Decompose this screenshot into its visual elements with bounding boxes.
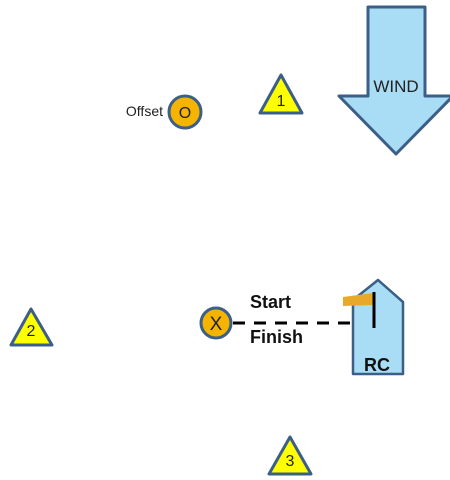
wind-arrow-shape xyxy=(337,5,450,156)
pin-end-symbol: X xyxy=(210,314,223,335)
committee-boat-flag-icon xyxy=(343,293,373,306)
wind-label: WIND xyxy=(373,77,418,96)
mark-2-label: 2 xyxy=(27,323,36,340)
offset-symbol: O xyxy=(179,105,191,122)
mark-2-triangle xyxy=(9,307,54,347)
mark-2: 2 xyxy=(9,307,54,347)
mark-1: 1 xyxy=(258,73,304,115)
mark-3-triangle xyxy=(267,435,313,476)
mark-1-triangle xyxy=(258,73,304,115)
offset-buoy xyxy=(167,94,203,130)
committee-boat-label: RC xyxy=(364,355,390,375)
offset-caption: Offset xyxy=(126,103,163,119)
offset-mark: Offset O xyxy=(126,94,203,130)
start-label: Start xyxy=(250,292,291,312)
committee-boat: RC xyxy=(343,278,405,376)
mark-3: 3 xyxy=(267,435,313,476)
mark-3-label: 3 xyxy=(286,453,295,470)
start-finish-line: Start Finish xyxy=(233,292,374,347)
pin-end-mark: X xyxy=(199,306,233,340)
mark-1-label: 1 xyxy=(277,93,286,110)
pin-end-buoy xyxy=(199,306,233,340)
finish-label: Finish xyxy=(250,327,303,347)
wind-arrow: WIND xyxy=(337,5,450,156)
